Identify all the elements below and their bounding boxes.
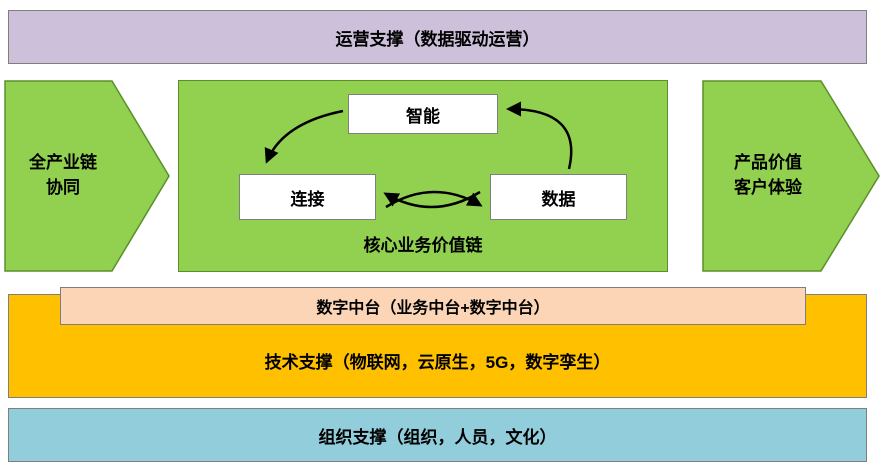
node-intelligence: 智能 xyxy=(348,94,498,134)
org-support-bar: 组织支撑（组织，人员，文化） xyxy=(8,408,867,462)
arrow-intelligence-to-connect xyxy=(264,109,344,164)
right-arrow-label: 产品价值 客户体验 xyxy=(702,80,834,272)
left-chain-arrow: 全产业链 协同 xyxy=(4,80,170,272)
arrow-data-to-intelligence xyxy=(506,101,573,170)
arrow-connect-to-data xyxy=(385,190,483,209)
right-value-arrow: 产品价值 客户体验 xyxy=(702,80,880,272)
digital-platform-bar: 数字中台（业务中台+数字中台） xyxy=(60,287,806,325)
ops-support-bar: 运营支撑（数据驱动运营） xyxy=(8,10,867,64)
node-data: 数据 xyxy=(490,174,627,220)
right-arrow-shape xyxy=(702,80,880,272)
left-arrow-label-line2: 协同 xyxy=(46,178,80,197)
node-data-label: 数据 xyxy=(541,189,576,209)
core-caption: 核心业务价值链 xyxy=(363,236,483,255)
left-arrow-label-line1: 全产业链 xyxy=(29,153,97,173)
digital-platform-label: 数字中台（业务中台+数字中台） xyxy=(316,300,550,317)
org-support-label: 组织支撑（组织，人员，文化） xyxy=(318,427,557,447)
node-connect: 连接 xyxy=(239,174,376,220)
ops-support-label: 运营支撑（数据驱动运营） xyxy=(335,29,540,49)
node-intelligence-label: 智能 xyxy=(406,106,440,126)
left-arrow-shape xyxy=(4,80,170,272)
arrow-data-to-connect xyxy=(383,190,481,209)
left-arrow-label: 全产业链 协同 xyxy=(4,80,122,272)
right-arrow-label-line1: 产品价值 xyxy=(734,153,802,173)
node-connect-label: 连接 xyxy=(290,189,325,209)
right-arrow-label-line2: 客户体验 xyxy=(734,178,802,197)
tech-support-label: 技术支撑（物联网，云原生，5G，数字孪生） xyxy=(264,353,611,372)
core-value-panel: 智能 连接 数据 核心业务价值链 xyxy=(178,80,668,272)
